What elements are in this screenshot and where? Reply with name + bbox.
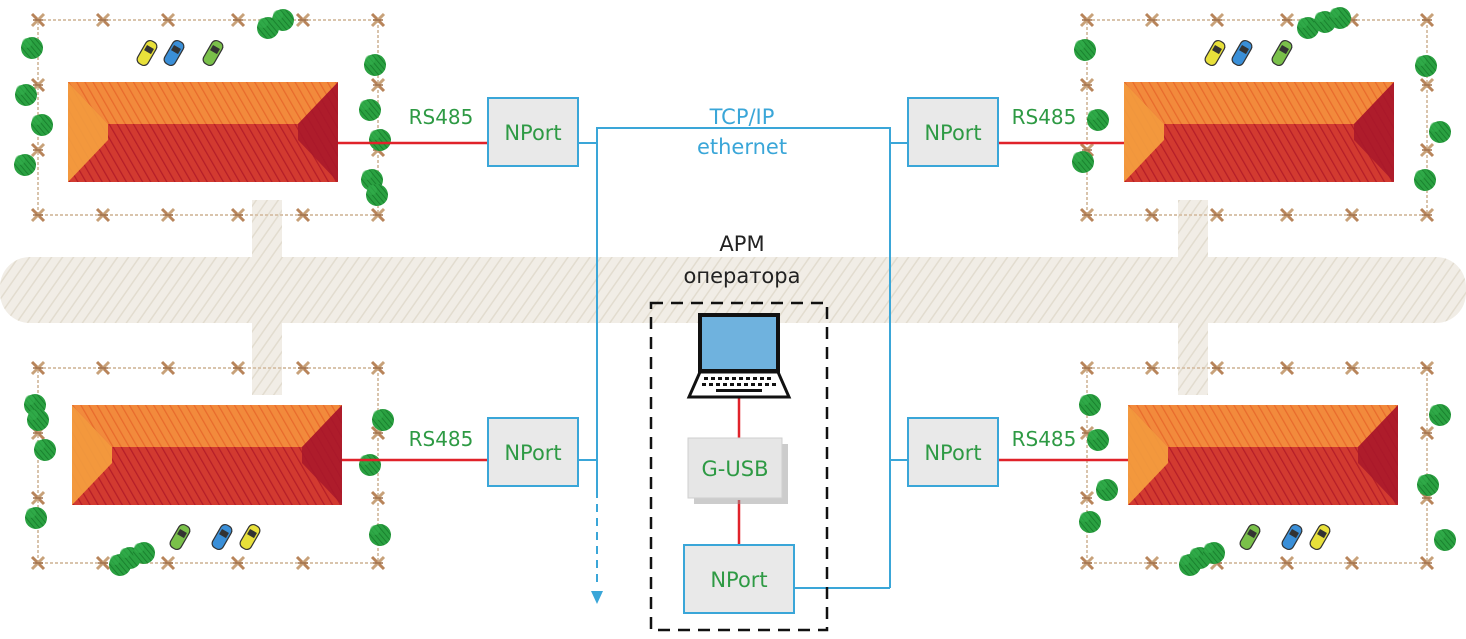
ethernet-label: ethernet (697, 135, 787, 159)
building-top-left (68, 82, 338, 182)
ethernet-lines (578, 127, 908, 589)
serial-lines (338, 141, 1128, 545)
rs485-label-bottom-right: RS485 (1012, 427, 1077, 451)
workstation-title-line2: оператора (684, 264, 801, 288)
nport-label: NPort (710, 568, 767, 592)
cars-top-left (134, 38, 226, 68)
rs485-label-bottom-left: RS485 (409, 427, 474, 451)
building-bottom-right (1128, 405, 1398, 505)
cars-bottom-left (167, 522, 263, 552)
rs485-label-top-left: RS485 (409, 105, 474, 129)
nport-label: NPort (504, 121, 561, 145)
ethernet-arrow-icon (591, 591, 603, 604)
nport-label: NPort (504, 441, 561, 465)
nport-box-bottom-left: NPort (487, 417, 579, 487)
g-usb-label: G-USB (702, 457, 769, 481)
building-top-right (1124, 82, 1394, 182)
nport-label: NPort (924, 121, 981, 145)
nport-box-top-right: NPort (907, 97, 999, 167)
tcp-ip-label: TCP/IP (709, 105, 775, 129)
cars-bottom-right (1237, 522, 1333, 552)
nport-box-top-left: NPort (487, 97, 579, 167)
building-bottom-left (72, 405, 342, 505)
workstation-title-line1: АРМ (719, 232, 764, 256)
cars-top-right (1202, 38, 1295, 68)
nport-box-bottom-right: NPort (907, 417, 999, 487)
workstation-frame (649, 301, 829, 632)
nport-box-workstation: NPort (683, 544, 795, 614)
road (0, 200, 1466, 395)
laptop-icon (686, 313, 792, 399)
rs485-label-top-right: RS485 (1012, 105, 1077, 129)
g-usb-converter: G-USB (687, 437, 788, 504)
nport-label: NPort (924, 441, 981, 465)
